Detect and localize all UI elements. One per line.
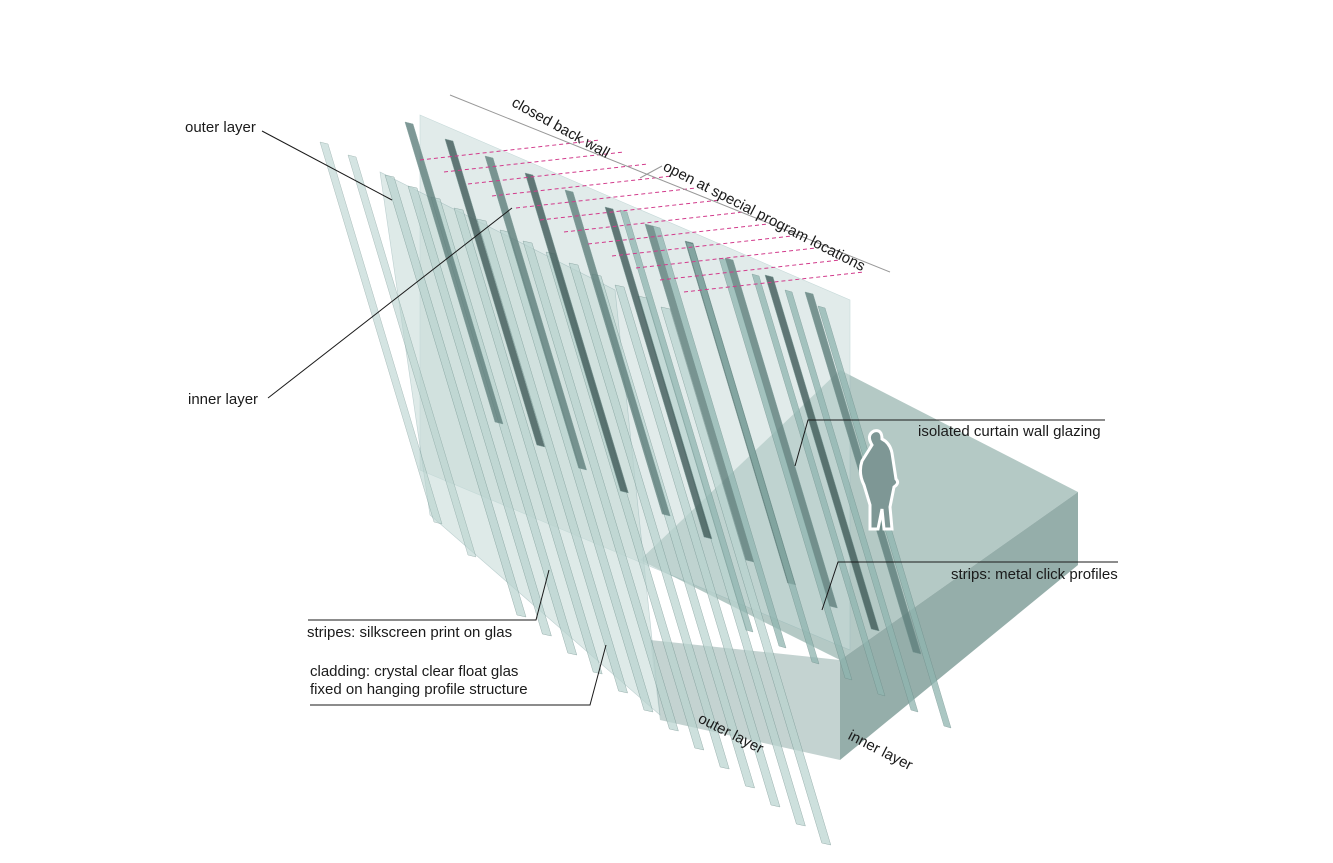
leader-inner-layer-left bbox=[267, 207, 513, 399]
outer-glass-strip bbox=[384, 174, 527, 618]
outer-glass-strip bbox=[499, 229, 654, 713]
inner-glass-strip bbox=[619, 209, 754, 633]
label-cladding-line2: fixed on hanging profile structure bbox=[310, 681, 528, 698]
leader-isolated-glazing bbox=[794, 419, 1105, 467]
outer-glass-strip bbox=[476, 218, 628, 694]
fixing-dash-line bbox=[539, 199, 721, 221]
leader-lines bbox=[261, 94, 1118, 706]
outer-glass-strip bbox=[407, 185, 552, 637]
inner-glass-strip bbox=[718, 257, 853, 681]
label-cladding-line1: cladding: crystal clear float glas bbox=[310, 663, 519, 680]
fixing-dash-line bbox=[611, 235, 793, 257]
fixing-dash-line bbox=[443, 151, 625, 173]
label-inner-layer-left: inner layer bbox=[188, 391, 259, 408]
label-isolated-glazing: isolated curtain wall glazing bbox=[918, 423, 1101, 440]
leader-outer-layer-top bbox=[261, 130, 393, 201]
metal-click-profile bbox=[484, 155, 587, 471]
outer-glass-strip bbox=[453, 207, 603, 675]
outer-glass-strip bbox=[637, 295, 806, 827]
inner-glass-strip bbox=[685, 241, 820, 665]
fixing-dash-line bbox=[683, 271, 865, 293]
metal-click-profile bbox=[604, 206, 713, 540]
person-silhouette-icon bbox=[858, 429, 900, 531]
fixing-dash-line bbox=[515, 187, 697, 209]
label-stripes-silkscreen: stripes: silkscreen print on glas bbox=[307, 624, 513, 641]
metal-click-profile bbox=[404, 121, 504, 425]
outer-glass-strip bbox=[568, 262, 730, 770]
label-outer-layer-top: outer layer bbox=[185, 119, 256, 136]
leader-strips-metal bbox=[821, 561, 1118, 611]
fixing-dash-line bbox=[587, 223, 769, 245]
leader-stripes-silkscreen bbox=[308, 569, 550, 621]
metal-click-profile bbox=[764, 274, 880, 632]
fixing-dash-line bbox=[491, 175, 673, 197]
label-strips-metal: strips: metal click profiles bbox=[951, 566, 1118, 583]
outer-glass-strip bbox=[614, 284, 781, 808]
metal-click-profile bbox=[564, 189, 671, 517]
inner-glass-strip bbox=[751, 273, 886, 697]
leader-open-locations bbox=[639, 165, 663, 179]
outer-glass-strip bbox=[660, 306, 832, 846]
floor-slab-side bbox=[840, 492, 1078, 760]
leader-cladding bbox=[310, 644, 607, 706]
inner-glass-strip bbox=[652, 225, 787, 649]
fixing-dash-line bbox=[563, 211, 745, 233]
fixing-dash-line bbox=[635, 247, 817, 269]
metal-click-profile bbox=[524, 172, 629, 494]
outer-glass-strip bbox=[522, 240, 679, 732]
outer-glass-strip bbox=[319, 141, 443, 525]
leader-back-wall bbox=[449, 94, 891, 273]
fixing-dash-line bbox=[659, 259, 841, 281]
fixing-dash-line bbox=[467, 163, 649, 185]
metal-click-profile bbox=[444, 138, 546, 448]
outer-glass-strip bbox=[347, 154, 477, 558]
inner-glass-strip bbox=[784, 289, 919, 713]
